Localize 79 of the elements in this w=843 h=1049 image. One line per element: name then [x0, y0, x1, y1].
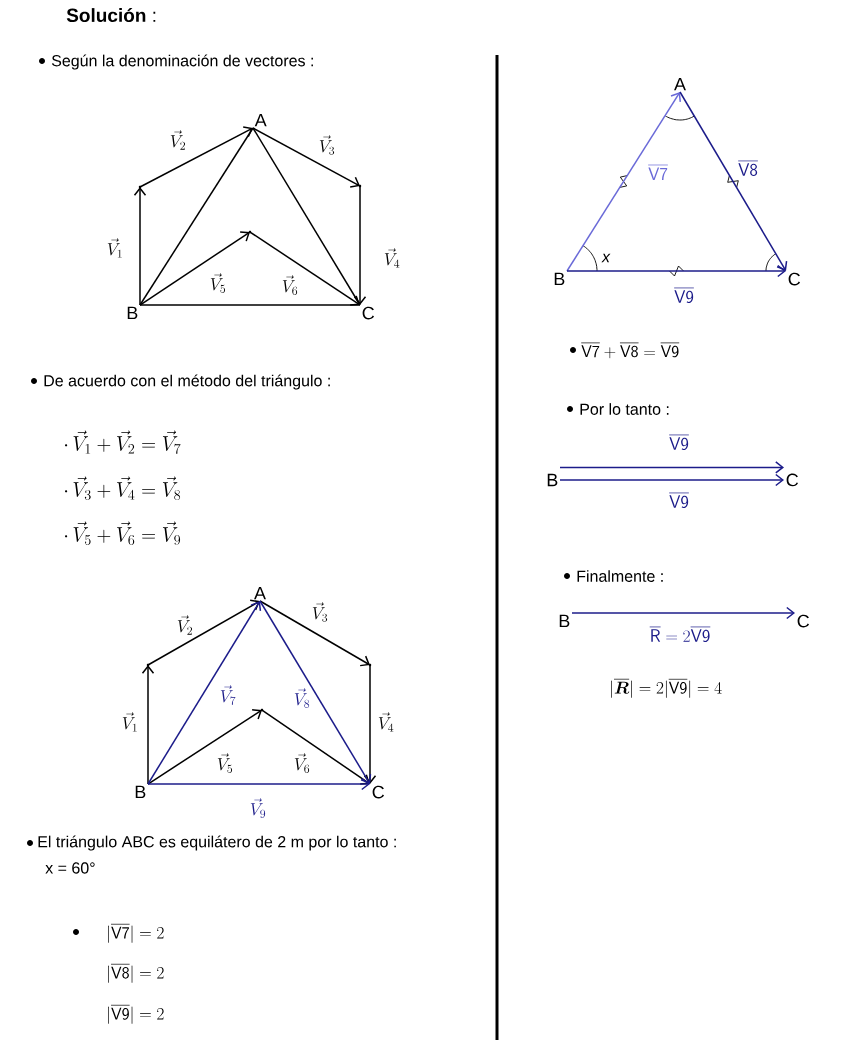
vertex-label: B	[559, 614, 570, 628]
bullet-text: x = 60°	[45, 862, 95, 874]
edge-label: $\vec{V}_{1}$	[105, 237, 125, 259]
vertex-label: C	[786, 473, 798, 487]
vector-arrow	[571, 606, 795, 620]
edge-label: $\vec{V}_{5}$	[208, 272, 228, 294]
bullet-text: Finalmente :	[577, 570, 663, 582]
bullet-text: Por lo tanto :	[580, 403, 669, 415]
vector-arrow	[679, 91, 788, 271]
vertex-label: C	[797, 614, 809, 628]
edge-label: $\vec{V}_{1}$	[120, 711, 140, 733]
vertex-point	[368, 663, 372, 667]
equation: $\cdot\,\vec{V}_{5}+\vec{V}_{6}=\vec{V}_{9}$	[65, 521, 181, 545]
edge-label: $\vec{V}_{6}$	[292, 752, 312, 774]
edge-label: $\overline{\mathsf{V9}}$	[668, 432, 690, 452]
bullet-text: Según la denominación de vectores :	[51, 54, 313, 70]
vector-arrow	[139, 126, 253, 188]
vertex-label: C	[372, 785, 384, 799]
vertex-label: C	[362, 306, 374, 320]
line-segment	[252, 127, 361, 306]
vertex-label: B	[554, 272, 565, 286]
edge-label: $\overline{\mathsf{V8}}$	[737, 158, 759, 178]
equation: $\cdot\,\vec{V}_{3}+\vec{V}_{4}=\vec{V}_{8}$	[65, 476, 181, 500]
vector-arrow	[559, 473, 784, 487]
edge-label: $\vec{V}_{4}$	[382, 247, 402, 269]
vector-arrow	[249, 231, 360, 306]
vertex-point	[358, 184, 362, 188]
edge-label: $\vec{V}_{6}$	[280, 274, 300, 296]
vertex-label: A	[254, 113, 267, 127]
edge-label: $\overline{\mathsf{V9}}$	[668, 490, 690, 510]
vertex-point	[138, 185, 142, 189]
bullet-text: De acuerdo con el método del triángulo :	[44, 374, 330, 390]
equation: $|\overline{\boldsymbol{R}}| = 2|\overline{\mathsf{V9}}| = 4$	[611, 679, 722, 698]
vector-arrow	[353, 185, 367, 305]
vertex-point	[146, 663, 150, 667]
line-segment	[139, 304, 361, 306]
vector-arrow	[147, 709, 262, 785]
edge-label: $\overline{\mathsf{V9}}$	[673, 285, 695, 305]
line-segment	[139, 127, 254, 306]
vertex-point	[260, 708, 264, 712]
edge-label: $\vec{V}_{8}$	[292, 687, 312, 709]
equation: $|\overline{\mathsf{V7}}| = 2$	[108, 924, 164, 943]
vertex-point	[248, 230, 252, 234]
edge-label: $\vec{V}_{3}$	[310, 601, 330, 623]
vector-arrow	[566, 264, 786, 278]
vector-arrow	[133, 187, 147, 306]
edge-label: $\vec{V}_{2}$	[168, 129, 188, 151]
vector-arrow	[259, 600, 372, 784]
vertex-label: A	[674, 77, 686, 91]
vector-arrow	[139, 231, 250, 306]
edge-label: $\overline{\mathsf{R}}=2\overline{\mathsf{V9}}$	[648, 624, 712, 644]
edge-label: $\vec{V}_{5}$	[215, 752, 235, 774]
vector-arrow	[566, 92, 682, 272]
equation: $|\overline{\mathsf{V8}}| = 2$	[108, 964, 164, 983]
vector-arrow	[559, 461, 784, 474]
vector-arrow	[147, 599, 260, 666]
edge-label: $\vec{V}_{7}$	[218, 684, 238, 706]
vertex-label: A	[254, 586, 266, 600]
edge-label: $\vec{V}_{4}$	[376, 711, 396, 733]
equation: $|\overline{\mathsf{V9}}| = 2$	[108, 1005, 164, 1024]
edge-label: $\overline{\mathsf{V7}}$	[647, 162, 669, 182]
edge-label: $\vec{V}_{3}$	[317, 134, 337, 156]
vector-arrow	[252, 127, 360, 188]
equation: $\overline{\mathsf{V7}}+\overline{\mathsf{V8}}=\overline{\mathsf{V9}}$	[581, 342, 680, 359]
edge-label: $\vec{V}_{2}$	[175, 614, 195, 636]
vector-arrow	[363, 664, 377, 784]
angle-label: x	[601, 253, 611, 263]
vertex-label: B	[547, 473, 558, 487]
vector-arrow	[147, 601, 262, 785]
vertex-label: B	[135, 785, 146, 799]
bullet-text: El triángulo ABC es equilátero de 2 m por lo tanto :	[38, 835, 396, 851]
vertex-label: C	[788, 272, 800, 286]
equation: $\cdot\,\vec{V}_{1}+\vec{V}_{2}=\vec{V}_{7}$	[65, 430, 181, 454]
edge-label: $\vec{V}_{9}$	[248, 797, 268, 819]
vector-arrow	[147, 777, 370, 791]
vector-arrow	[259, 600, 370, 667]
title: Solución :	[66, 7, 156, 23]
vector-arrow	[141, 665, 155, 785]
vertex-label: B	[127, 306, 138, 320]
